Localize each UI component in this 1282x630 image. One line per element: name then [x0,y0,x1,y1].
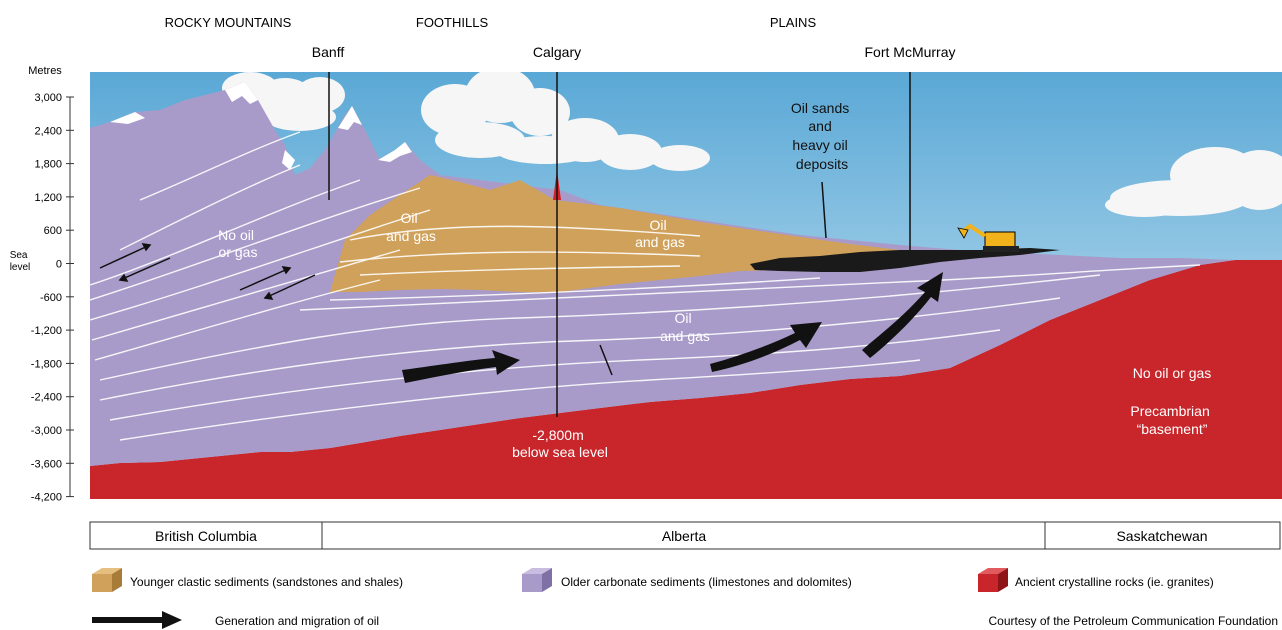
geology-panel: No oil or gas Oil and gas Oil and gas Oi… [90,72,1282,499]
axis-tick-label: -2,400 [31,392,62,404]
migration-arrow-1 [402,350,520,383]
axis-unit-label: Metres [28,65,62,77]
excavator-icon [957,223,1019,252]
city-fort-mcmurray: Fort McMurray [865,44,956,60]
fault-arrows [99,243,613,376]
legend-arrow-label: Generation and migration of oil [215,614,379,628]
axis-tick-label: 600 [44,225,62,237]
migration-arrow-2 [710,322,822,372]
axis-tick-label: -3,600 [31,458,62,470]
axis-tick-label: -1,800 [31,358,62,370]
credit-text: Courtesy of the Petroleum Communication … [989,614,1278,628]
legend: Younger clastic sediments (sandstones an… [92,568,1278,629]
migration-arrows [402,272,943,383]
snow-caps [110,82,412,170]
oil-sands-deposit [750,248,1060,272]
province-saskatchewan: Saskatchewan [1116,528,1207,544]
axis-tick-label: -1,200 [31,325,62,337]
legend-younger-label: Younger clastic sediments (sandstones an… [130,575,403,589]
legend-younger-swatch [92,568,122,592]
axis-tick-label: 1,800 [34,159,62,171]
axis-tick-label: 2,400 [34,125,62,137]
legend-older-label: Older carbonate sediments (limestones an… [561,575,852,589]
axis-tick-label: 3,000 [34,92,62,104]
precambrian-label: Precambrian “basement” [1130,403,1213,437]
oil-sands-label: Oil sands and heavy oil deposits [791,100,853,172]
crystalline-basement [90,260,1282,499]
legend-arrow-icon [92,611,182,629]
region-foothills: FOOTHILLS [416,15,489,30]
depth-label: -2,800m below sea level [512,427,608,460]
city-banff: Banff [312,44,345,60]
city-calgary: Calgary [533,44,581,60]
region-plains: PLAINS [770,15,817,30]
axis-tick-label: -4,200 [31,492,62,504]
oil-gas-foothills-label: Oil and gas [386,210,436,244]
axis-ticks: 3,000 2,400 1,800 1,200 600 0 -600 -1,200 -1,800… [31,92,74,504]
cloud-right [1105,147,1282,217]
migration-arrow-3 [862,272,943,358]
legend-ancient-swatch [978,568,1008,592]
legend-older-swatch [522,568,552,592]
oil-gas-plains-label: Oil and gas [635,217,685,250]
province-bar: British Columbia Alberta Saskatchewan [89,521,1281,550]
no-oil-right-label: No oil or gas [1133,365,1212,381]
axis-tick-label: -3,000 [31,425,62,437]
axis-tick-label: 0 [56,259,62,271]
province-alberta: Alberta [662,528,707,544]
oil-sands-pointer [821,181,827,239]
cloud-center [421,72,710,171]
no-oil-left-label: No oil or gas [218,227,258,260]
axis-tick-label: 1,200 [34,192,62,204]
depth-axis: Metres 3,000 2,400 1,800 1,200 600 0 -600 -1,20… [10,65,74,504]
oil-gas-carbonate-label: Oil and gas [660,310,710,344]
sea-level-label: Sea level [10,250,31,273]
legend-ancient-label: Ancient crystalline rocks (ie. granites) [1015,575,1214,589]
region-rocky-mountains: ROCKY MOUNTAINS [165,15,292,30]
province-bar-frame [89,521,1281,550]
province-british-columbia: British Columbia [155,528,257,544]
axis-tick-label: -600 [40,292,62,304]
